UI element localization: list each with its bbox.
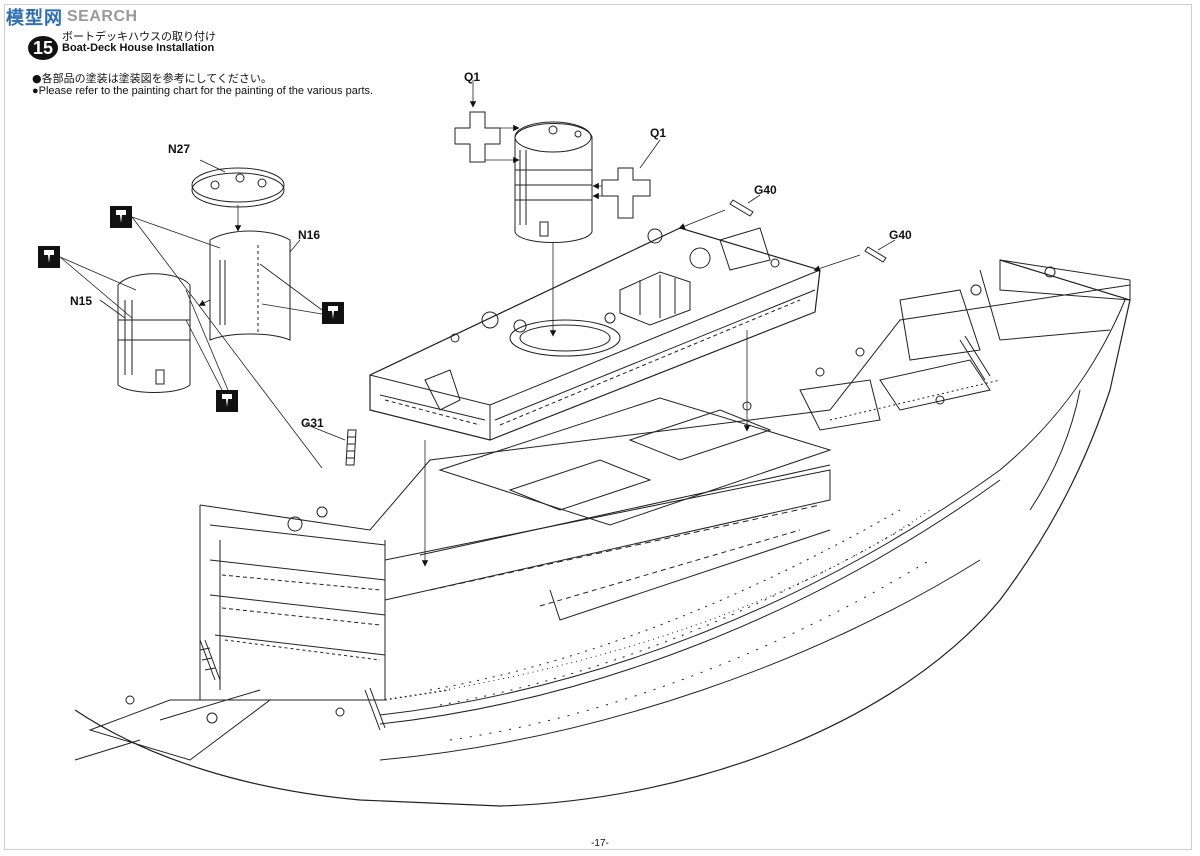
watermark: 模型网 SEARCH — [6, 4, 138, 30]
part-n27 — [191, 167, 285, 208]
page-frame — [4, 4, 1192, 850]
part-label-n27: N27 — [168, 142, 191, 156]
cement-icon — [110, 206, 323, 469]
part-g40-a — [729, 199, 754, 217]
part-q1-plate-right — [601, 167, 651, 219]
part-label-q1-top: Q1 — [464, 70, 481, 84]
page-number: -17- — [591, 838, 609, 849]
part-label-q1-right: Q1 — [650, 126, 667, 140]
part-label-g40-a: G40 — [754, 183, 777, 197]
part-q1-plate-left — [454, 111, 501, 163]
painting-note-jp: ●各部品の塗装は塗装図を参考にしてください。 — [32, 72, 272, 85]
watermark-en: SEARCH — [67, 8, 138, 25]
part-funnel — [514, 121, 593, 243]
part-label-n16: N16 — [298, 228, 321, 242]
part-label-g40-b: G40 — [889, 228, 912, 242]
step-title-en: Boat-Deck House Installation — [62, 42, 215, 54]
boat-deck-house — [369, 227, 821, 441]
part-label-g31: G31 — [301, 416, 324, 430]
part-g31 — [345, 429, 357, 466]
part-n16 — [209, 230, 291, 341]
cement-icon — [185, 289, 238, 412]
part-n15 — [117, 273, 191, 393]
step-title-jp: ボートデッキハウスの取り付け — [62, 30, 216, 43]
ship-hull — [74, 259, 1131, 807]
cement-icon — [259, 263, 344, 324]
step-number-badge: 15 — [28, 36, 58, 60]
painting-note-en: ●Please refer to the painting chart for … — [32, 85, 374, 97]
cement-icon — [38, 246, 137, 319]
part-g40-b — [864, 246, 887, 263]
part-label-n15: N15 — [70, 294, 93, 308]
watermark-cn: 模型网 — [6, 8, 63, 29]
